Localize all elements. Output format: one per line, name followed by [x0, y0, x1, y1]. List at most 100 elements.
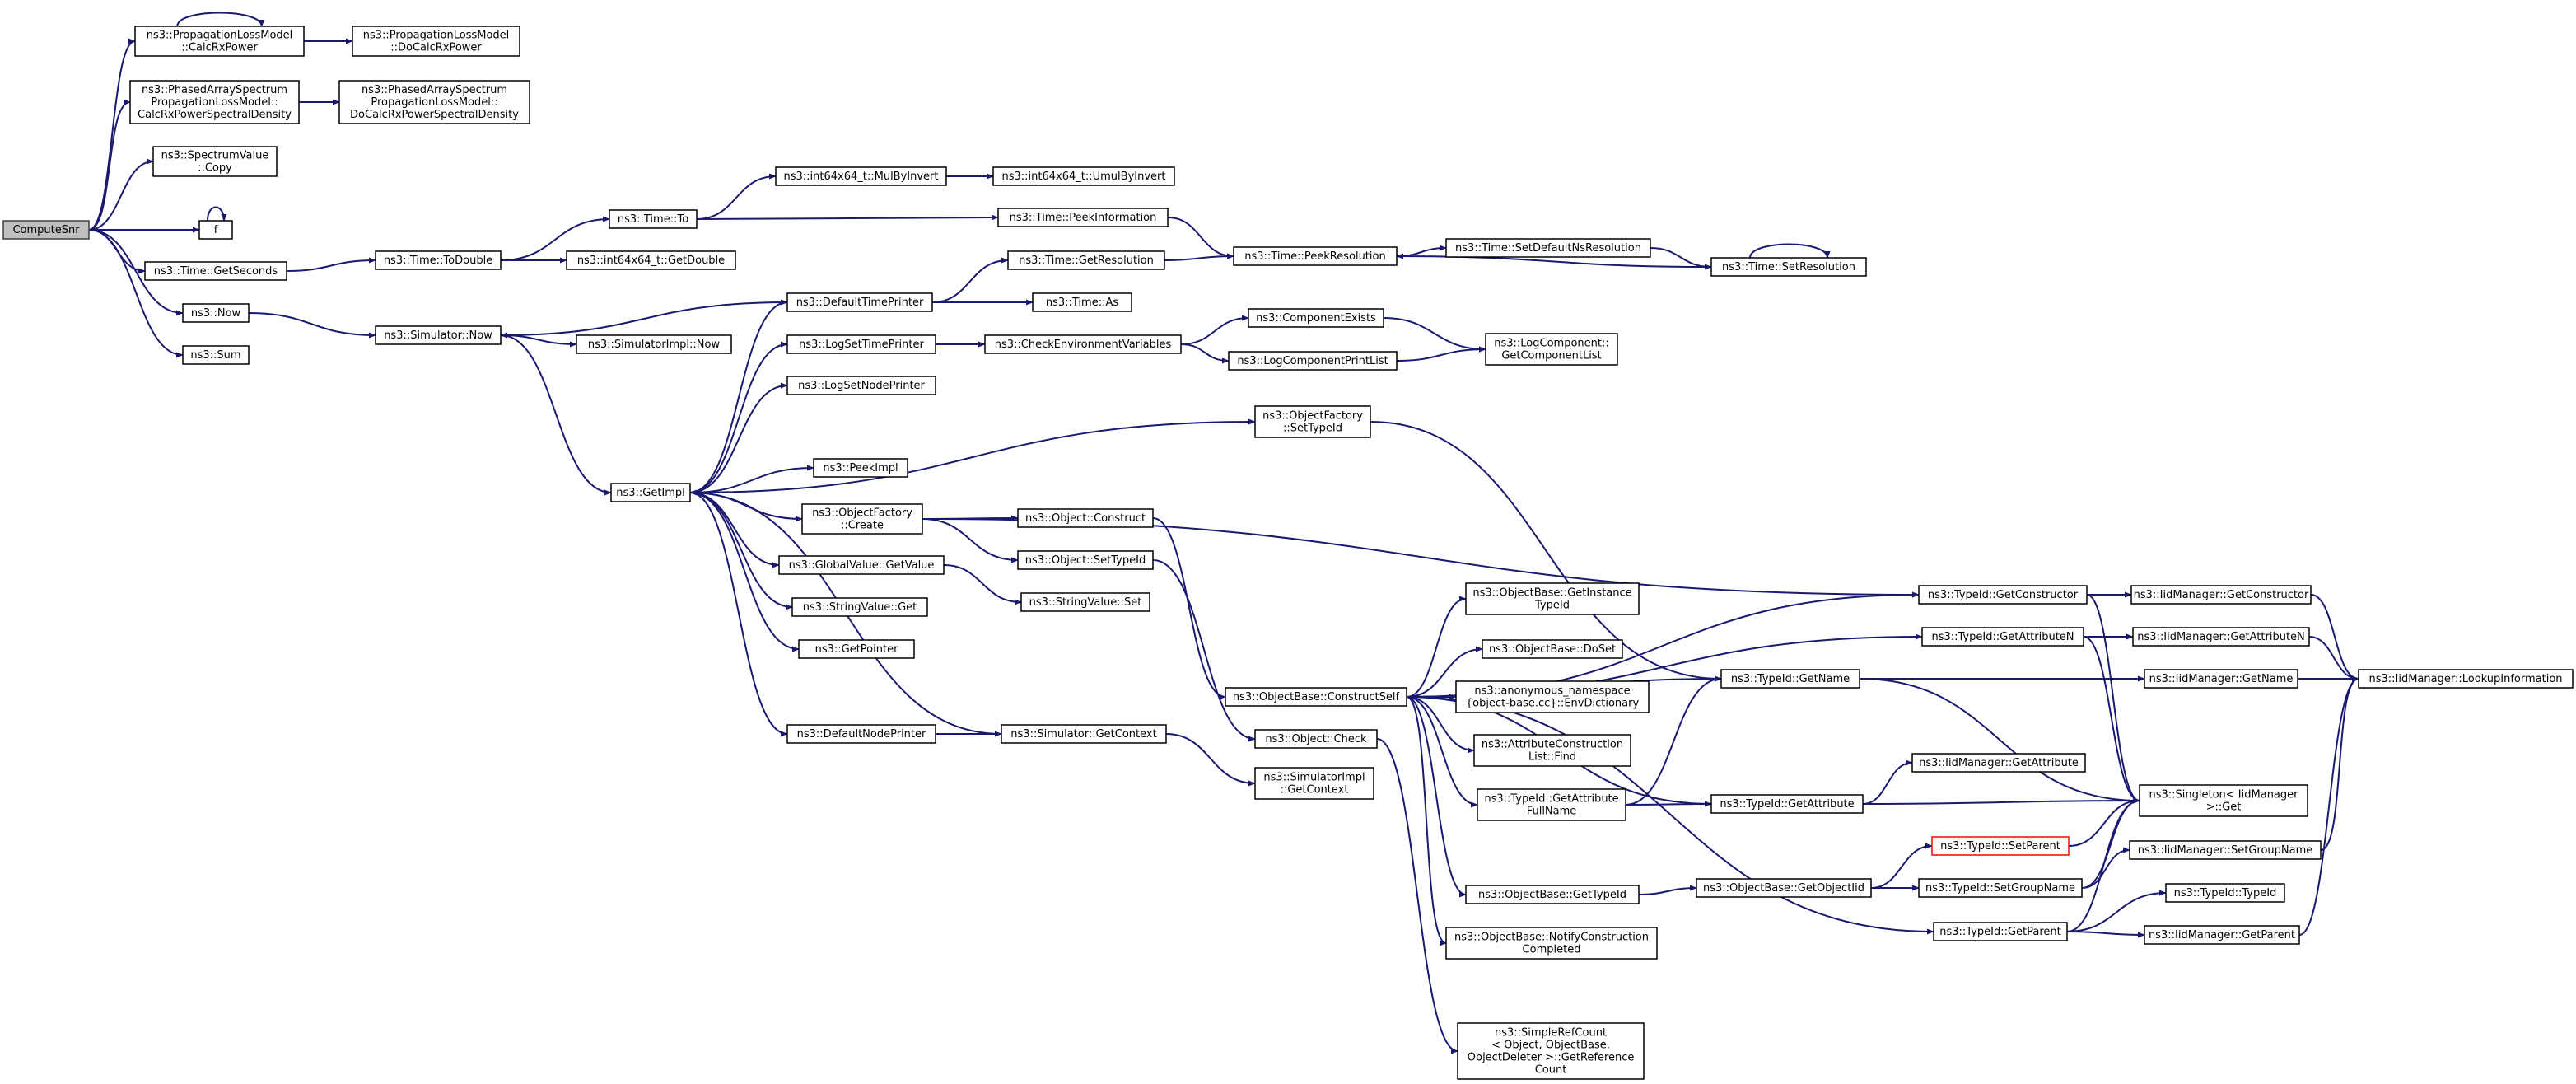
- call-edge: [1180, 315, 1249, 345]
- call-edge: [1625, 675, 1722, 806]
- function-node[interactable]: ns3::IidManager::GetName: [2144, 669, 2298, 689]
- function-node[interactable]: ns3::DefaultTimePrinter: [786, 292, 933, 312]
- function-node-box: [1254, 729, 1378, 749]
- function-node[interactable]: ns3::GlobalValue::GetValue: [778, 555, 945, 575]
- function-node[interactable]: ns3::IidManager::GetAttributeN: [2132, 627, 2310, 647]
- function-node-label: ns3::StringValue::Set: [1029, 596, 1142, 609]
- function-node[interactable]: ns3::Time::ToDouble: [375, 250, 502, 270]
- function-node[interactable]: ns3::ObjectBase::GetObjectIid: [1696, 878, 1872, 898]
- function-node[interactable]: ns3::PhasedArraySpectrumPropagationLossM…: [338, 80, 530, 124]
- function-node[interactable]: ns3::ComponentExists: [1248, 308, 1384, 328]
- function-node-box: [1465, 885, 1640, 904]
- function-node[interactable]: ns3::Time::GetResolution: [1007, 250, 1165, 270]
- function-node[interactable]: ns3::TypeId::GetAttribute: [1710, 794, 1864, 814]
- function-node[interactable]: ns3::PhasedArraySpectrumPropagationLossM…: [129, 80, 300, 124]
- function-node[interactable]: ns3::Time::GetSeconds: [144, 261, 287, 281]
- function-node[interactable]: ns3::int64x64_t::GetDouble: [566, 250, 736, 270]
- function-node[interactable]: ns3::int64x64_t::MulByInvert: [775, 166, 947, 186]
- function-node[interactable]: ns3::ObjectFactory::SetTypeId: [1254, 405, 1371, 438]
- call-edge: [689, 465, 814, 493]
- function-node[interactable]: ns3::TypeId::GetAttributeN: [1921, 627, 2084, 647]
- function-node[interactable]: ns3::Time::SetResolution: [1710, 257, 1867, 277]
- function-node[interactable]: ns3::Time::SetDefaultNsResolution: [1445, 238, 1651, 258]
- function-node-box: [2130, 585, 2312, 605]
- function-node-box: [1720, 669, 1860, 689]
- function-node[interactable]: ns3::SpectrumValue::Copy: [152, 146, 278, 177]
- function-node[interactable]: f: [198, 220, 233, 240]
- function-node[interactable]: ns3::TypeId::SetParent: [1931, 836, 2070, 856]
- function-node[interactable]: ns3::Time::To: [609, 209, 698, 229]
- function-node-box: [609, 209, 698, 229]
- function-node-label: ns3::IidManager::GetConstructor: [2134, 589, 2309, 601]
- function-node-label: ns3::TypeId::GetParent: [1939, 926, 2061, 938]
- function-node-label: ns3::IidManager::LookupInformation: [2368, 673, 2562, 685]
- function-node[interactable]: ns3::ObjectBase::DoSet: [1482, 639, 1623, 659]
- function-node[interactable]: ns3::Singleton< IidManager>::Get: [2139, 784, 2308, 817]
- function-node[interactable]: ns3::Simulator::Now: [375, 325, 502, 345]
- function-node-box: [1457, 1022, 1645, 1080]
- function-node[interactable]: ns3::Object::Construct: [1017, 508, 1154, 528]
- function-node-box: [1473, 734, 1631, 767]
- function-node[interactable]: ns3::SimpleRefCount< Object, ObjectBase,…: [1457, 1022, 1645, 1080]
- function-node[interactable]: ns3::IidManager::GetConstructor: [2130, 585, 2312, 605]
- function-node[interactable]: ns3::Object::Check: [1254, 729, 1378, 749]
- function-node[interactable]: ns3::ObjectBase::ConstructSelf: [1225, 687, 1407, 707]
- function-node[interactable]: ns3::PropagationLossModel::DoCalcRxPower: [352, 26, 520, 57]
- call-edge: [88, 158, 154, 231]
- function-node[interactable]: ns3::PropagationLossModel::CalcRxPower: [134, 26, 305, 57]
- call-edge: [88, 229, 184, 316]
- function-node[interactable]: ns3::TypeId::GetParent: [1933, 922, 2068, 941]
- function-node[interactable]: ns3::ObjectFactory::Create: [801, 503, 923, 535]
- call-edge: [1406, 696, 1478, 808]
- function-node[interactable]: ns3::Time::PeekResolution: [1233, 246, 1398, 266]
- function-node[interactable]: ns3::DefaultNodePrinter: [786, 724, 936, 744]
- function-node[interactable]: ns3::Now: [182, 303, 250, 323]
- function-node[interactable]: ns3::TypeId::SetGroupName: [1918, 878, 2083, 898]
- function-node[interactable]: ns3::ObjectBase::NotifyConstructionCompl…: [1445, 927, 1658, 960]
- function-node[interactable]: ns3::LogSetTimePrinter: [786, 334, 936, 354]
- call-edge: [1625, 801, 1712, 807]
- call-edge: [1638, 885, 1697, 895]
- function-node-label: ns3::SimulatorImpl: [1263, 772, 1365, 784]
- function-node[interactable]: ns3::GetImpl: [610, 483, 691, 502]
- function-node[interactable]: ns3::LogComponent::GetComponentList: [1485, 333, 1618, 366]
- function-node[interactable]: ns3::SimulatorImpl::GetContext: [1254, 767, 1374, 800]
- call-edge: [1406, 646, 1483, 698]
- function-node[interactable]: ns3::TypeId::GetConstructor: [1918, 585, 2088, 605]
- function-node-label: ns3::TypeId::GetConstructor: [1928, 589, 2079, 601]
- function-node[interactable]: ns3::GetPointer: [798, 639, 915, 659]
- function-node[interactable]: ns3::IidManager::GetParent: [2144, 925, 2300, 945]
- function-node[interactable]: ns3::SimulatorImpl::Now: [576, 334, 732, 354]
- function-node[interactable]: ns3::CheckEnvironmentVariables: [984, 334, 1182, 354]
- edges-layer: [88, 12, 2359, 1054]
- function-node[interactable]: ns3::LogComponentPrintList: [1228, 351, 1398, 371]
- function-node-label: ns3::TypeId::GetAttribute: [1484, 793, 1618, 806]
- function-node[interactable]: ns3::Object::SetTypeId: [1017, 550, 1154, 570]
- function-node[interactable]: ns3::Simulator::GetContext: [1001, 724, 1167, 744]
- function-node[interactable]: ns3::anonymous_namespace{object-base.cc}…: [1455, 680, 1650, 713]
- function-node[interactable]: ns3::int64x64_t::UmulByInvert: [992, 166, 1175, 186]
- function-node[interactable]: ns3::TypeId::GetName: [1720, 669, 1860, 689]
- function-node[interactable]: ns3::ObjectBase::GetTypeId: [1465, 885, 1640, 904]
- function-node[interactable]: ns3::TypeId::TypeId: [2165, 883, 2285, 903]
- root-function-node[interactable]: ComputeSnr: [2, 220, 90, 240]
- function-node-label: ns3::TypeId::GetName: [1731, 673, 1850, 685]
- function-node[interactable]: ns3::IidManager::LookupInformation: [2358, 669, 2574, 689]
- function-node[interactable]: ns3::LogSetNodePrinter: [786, 376, 936, 395]
- call-edge: [286, 257, 376, 272]
- function-node-label: ns3::CheckEnvironmentVariables: [995, 339, 1172, 351]
- function-node[interactable]: ns3::Time::PeekInformation: [997, 208, 1169, 227]
- function-node[interactable]: ns3::IidManager::GetAttribute: [1911, 753, 2086, 773]
- function-node-label: ns3::ObjectBase::GetInstance: [1472, 587, 1631, 600]
- function-node-label: ns3::TypeId::SetGroupName: [1925, 882, 2075, 895]
- function-node[interactable]: ns3::Time::As: [1032, 292, 1132, 312]
- function-node[interactable]: ns3::StringValue::Get: [791, 597, 928, 617]
- function-node[interactable]: ns3::IidManager::SetGroupName: [2129, 840, 2322, 860]
- function-node[interactable]: ns3::StringValue::Set: [1020, 592, 1150, 612]
- function-node[interactable]: ns3::PeekImpl: [813, 458, 908, 478]
- function-node[interactable]: ns3::Sum: [182, 345, 250, 365]
